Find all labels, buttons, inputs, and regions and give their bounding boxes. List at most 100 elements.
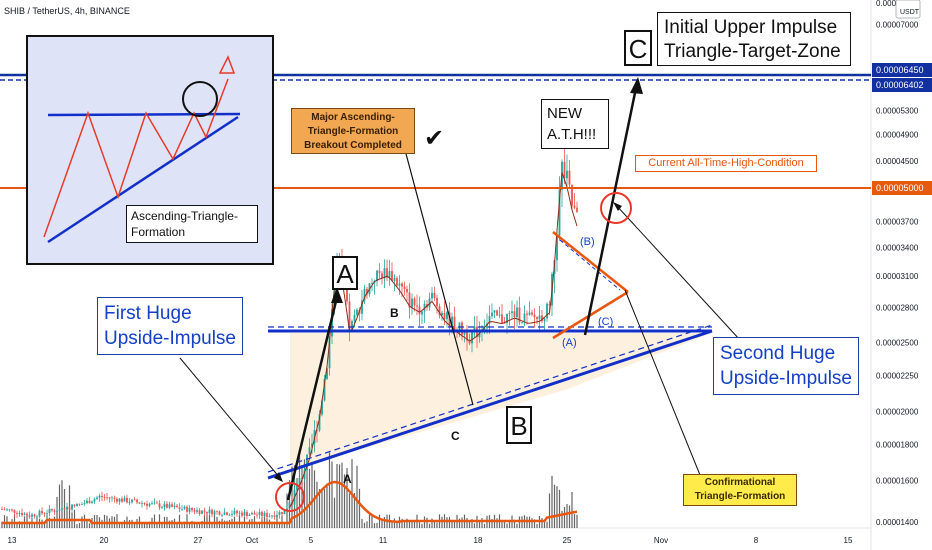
candle-body: [441, 312, 443, 316]
candle-body: [388, 271, 391, 278]
candle-body: [471, 332, 473, 344]
candle-body: [406, 288, 408, 293]
volume-bar: [353, 492, 356, 528]
candle-body: [238, 512, 241, 514]
candle-body: [166, 503, 168, 508]
volume-bar: [178, 514, 181, 528]
candle-body: [448, 312, 451, 328]
candle-body: [13, 509, 16, 513]
candle-body: [141, 503, 143, 505]
confirm-triangle-label: Confirmational Triangle-Formation: [683, 474, 797, 506]
volume-bar: [421, 523, 423, 528]
ath-condition-label: Current All-Time-High-Condition: [635, 155, 817, 172]
candle-body: [218, 511, 221, 515]
candle-body: [421, 311, 423, 315]
volume-bar: [448, 516, 451, 528]
candle-body: [156, 502, 158, 504]
candle-body: [348, 301, 351, 331]
volume-bar: [181, 523, 183, 528]
paren-a-label: (A): [562, 337, 577, 349]
volume-bar: [281, 515, 283, 528]
candle-body: [436, 297, 438, 307]
volume-bar: [141, 522, 143, 528]
candle-body: [6, 509, 8, 511]
candle-body: [38, 510, 41, 517]
volume-bar: [506, 523, 508, 528]
volume-bar: [208, 514, 211, 528]
candle-body: [76, 503, 78, 507]
volume-bar: [158, 514, 161, 528]
volume-bar: [323, 489, 326, 528]
price-tick-label: 0.00005300: [876, 106, 919, 115]
candle-body: [521, 322, 523, 324]
wave-a-box: A: [332, 256, 358, 290]
candle-body: [376, 270, 378, 282]
candle-body: [498, 314, 501, 316]
volume-ma-line: [2, 480, 578, 525]
volume-bar: [496, 518, 498, 528]
checkmark-icon: ✔: [424, 125, 444, 152]
candle-body: [101, 495, 103, 498]
volume-bar: [446, 517, 448, 528]
candle-body: [303, 470, 306, 480]
candle-body: [36, 516, 38, 518]
candle-body: [121, 498, 123, 502]
candle-body: [558, 189, 561, 236]
candle-body: [366, 288, 368, 295]
pointer-confirm-triangle: [624, 289, 701, 476]
candle-body: [171, 504, 173, 507]
price-tick-label: 0.00002250: [876, 371, 919, 380]
volume-bar: [376, 522, 378, 528]
volume-bar: [571, 491, 573, 528]
second-impulse-arrow: [583, 87, 638, 336]
date-tick-label: 25: [563, 536, 572, 545]
volume-bar: [568, 505, 571, 528]
candle-body: [536, 317, 538, 320]
date-tick-label: 15: [844, 536, 853, 545]
candle-body: [416, 305, 418, 307]
volume-bar: [483, 523, 486, 528]
candle-body: [511, 311, 513, 314]
candle-body: [356, 309, 358, 315]
inset-price-path: [43, 78, 229, 238]
candle-body: [538, 315, 541, 320]
volume-bar: [563, 507, 566, 528]
candle-body: [463, 332, 466, 335]
candle-body: [221, 514, 223, 516]
volume-bar: [361, 518, 363, 528]
volume-bar: [503, 520, 506, 528]
candle-body: [321, 400, 323, 415]
volume-bar: [193, 521, 196, 528]
candle-body: [1, 509, 3, 510]
breakout-circle-oct: [275, 482, 305, 512]
currency-badge[interactable]: USDT: [900, 9, 920, 16]
volume-bar: [321, 489, 323, 528]
price-tick-label: 0.00002500: [876, 339, 919, 348]
candle-body: [326, 368, 328, 379]
volume-bar: [28, 521, 31, 528]
volume-bar: [366, 521, 368, 528]
candle-body: [486, 323, 488, 329]
volume-bar: [213, 514, 216, 528]
volume-bar: [373, 523, 376, 528]
candle-body: [381, 273, 383, 279]
candle-body: [413, 298, 416, 306]
candle-body: [138, 502, 141, 504]
candle-body: [131, 499, 133, 503]
volume-bar: [491, 518, 493, 528]
candle-body: [181, 508, 183, 510]
paren-c-label: (C): [598, 316, 613, 328]
candle-body: [163, 503, 166, 508]
volume-bar: [96, 515, 98, 528]
candle-body: [33, 514, 36, 517]
volume-bar: [258, 521, 261, 528]
candle-body: [418, 306, 421, 315]
volume-bar: [8, 521, 11, 528]
volume-bar: [218, 520, 221, 528]
volume-bar: [391, 520, 393, 528]
candle-body: [173, 505, 176, 507]
volume-bar: [346, 468, 348, 528]
candle-body: [548, 303, 551, 306]
price-tag-target-bottom: 0.00006402: [872, 78, 932, 92]
